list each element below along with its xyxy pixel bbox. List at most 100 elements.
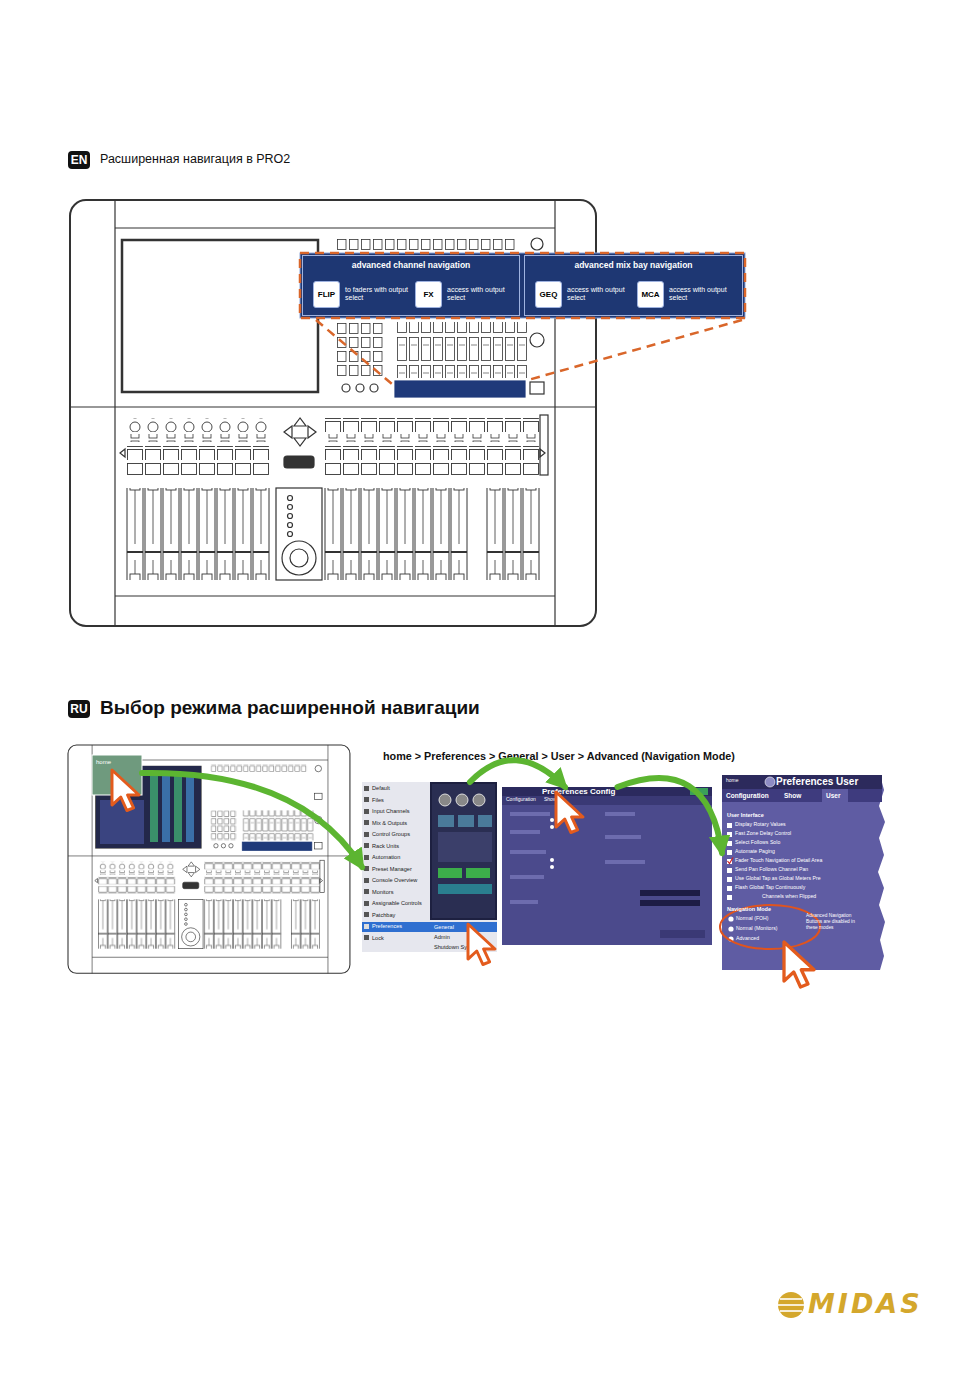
checkbox-label: Automate Paging [735, 849, 775, 855]
screen-title: Preferences Config [542, 787, 615, 796]
menu-screenshot [362, 782, 430, 952]
submenu-item: Shutdown System [434, 944, 479, 950]
user-screenshot [727, 877, 732, 882]
menu-screenshot [438, 868, 462, 878]
user-screenshot: homePreferences UserConfigurationShowUse… [722, 775, 883, 970]
midas-logo-mark [778, 1292, 804, 1318]
button-key: GEQ [535, 281, 562, 308]
menu-item: Monitors [372, 889, 393, 895]
menu-screenshot [478, 815, 492, 827]
config-screenshot [510, 900, 538, 904]
menu-screenshot [364, 935, 369, 940]
page-heading: Расширенная навигация в PRO2 [100, 152, 290, 166]
console-drawing [282, 541, 316, 575]
console-screen [150, 772, 158, 842]
menu-screenshot [364, 901, 369, 906]
console-drawing [324, 418, 540, 432]
callout-frame [528, 320, 742, 380]
config-screenshot [502, 796, 712, 805]
menu-item: Mix & Outputs [372, 820, 407, 826]
console-drawing [126, 446, 270, 460]
tab: Configuration [726, 792, 769, 799]
button-caption: access with output select [669, 286, 735, 303]
console-drawing [486, 488, 540, 580]
user-screenshot [727, 895, 732, 900]
mouse-cursor [112, 770, 139, 811]
checkbox-label: Fast Zone Delay Control [735, 831, 791, 837]
config-screenshot [550, 858, 554, 862]
config-screenshot [510, 850, 546, 854]
screen-inset: home [92, 755, 142, 795]
config-screenshot [690, 788, 708, 795]
user-screenshot [728, 858, 734, 864]
callout-frame [300, 253, 745, 318]
menu-screenshot [438, 815, 454, 827]
menu-item: Control Groups [372, 831, 410, 837]
console-drawing [284, 426, 292, 438]
callout-frame [300, 253, 745, 318]
console-drawing [308, 426, 316, 438]
menu-screenshot [430, 920, 497, 952]
config-screenshot [550, 825, 554, 829]
flow-arrow [470, 760, 565, 787]
config-screenshot: Preferences ConfigConfigurationShow [502, 787, 712, 945]
menu-screenshot [466, 868, 490, 878]
console-drawing [370, 384, 378, 392]
user-screenshot [727, 841, 732, 846]
menu-screenshot [473, 794, 485, 806]
user-screenshot [722, 775, 885, 970]
radio-label: Normal (FOH) [736, 916, 769, 922]
screen-title: Preferences User [776, 776, 858, 788]
group-heading: Navigation Mode [727, 906, 771, 912]
menu-item: Lock [372, 935, 384, 941]
menu-item: Console Overview [372, 877, 417, 883]
menu-screenshot [364, 809, 369, 814]
nav-panel: advanced mix bay navigationGEQaccess wit… [524, 255, 743, 316]
menu-screenshot [364, 843, 369, 848]
user-screenshot [722, 789, 882, 802]
config-screenshot [502, 787, 712, 796]
nav-button: GEQaccess with output select [535, 280, 635, 310]
mouse-cursor [468, 924, 495, 965]
mouse-cursor [112, 770, 139, 811]
user-screenshot [720, 775, 885, 970]
console-drawing [324, 488, 468, 580]
console-drawing [531, 238, 543, 250]
mouse-cursor [784, 942, 814, 987]
tab: Show [784, 792, 801, 799]
checkbox-label: Display Rotary Values [735, 822, 786, 828]
config-screenshot [640, 900, 700, 906]
checkbox-label: Channels when Flipped [762, 894, 816, 900]
mouse-cursor [556, 792, 583, 833]
config-screenshot [640, 890, 700, 896]
console-drawing [396, 322, 528, 378]
group-heading: User Interface [727, 812, 764, 818]
console-screen [174, 772, 182, 842]
console-drawing [114, 200, 115, 626]
checkbox-label: Send Pan Follows Channel Pan [735, 867, 808, 873]
console-drawing [530, 382, 544, 394]
user-screenshot [728, 916, 733, 921]
console-drawing [540, 449, 545, 457]
tab: Configuration [506, 797, 536, 803]
console-drawing [122, 240, 318, 392]
radio-label: Advanced [736, 936, 759, 942]
console-drawing [115, 227, 555, 228]
menu-item: Automation [372, 854, 400, 860]
nav-button: FXaccess with output select [415, 280, 515, 310]
console-drawing [356, 384, 364, 392]
menu-item: Input Channels [372, 808, 410, 814]
menu-item: Assignable Controls [372, 900, 422, 906]
button-key: MCA [637, 281, 664, 308]
console-screen [92, 755, 201, 848]
user-screenshot [727, 832, 732, 837]
user-screenshot [727, 868, 732, 873]
config-screenshot [660, 930, 705, 938]
menu-item: Rack Units [372, 843, 399, 849]
midas-logo-mark [780, 1310, 802, 1312]
panel-heading: advanced channel navigation [303, 261, 519, 271]
checkbox-label: Select Follows Solo [735, 840, 780, 846]
